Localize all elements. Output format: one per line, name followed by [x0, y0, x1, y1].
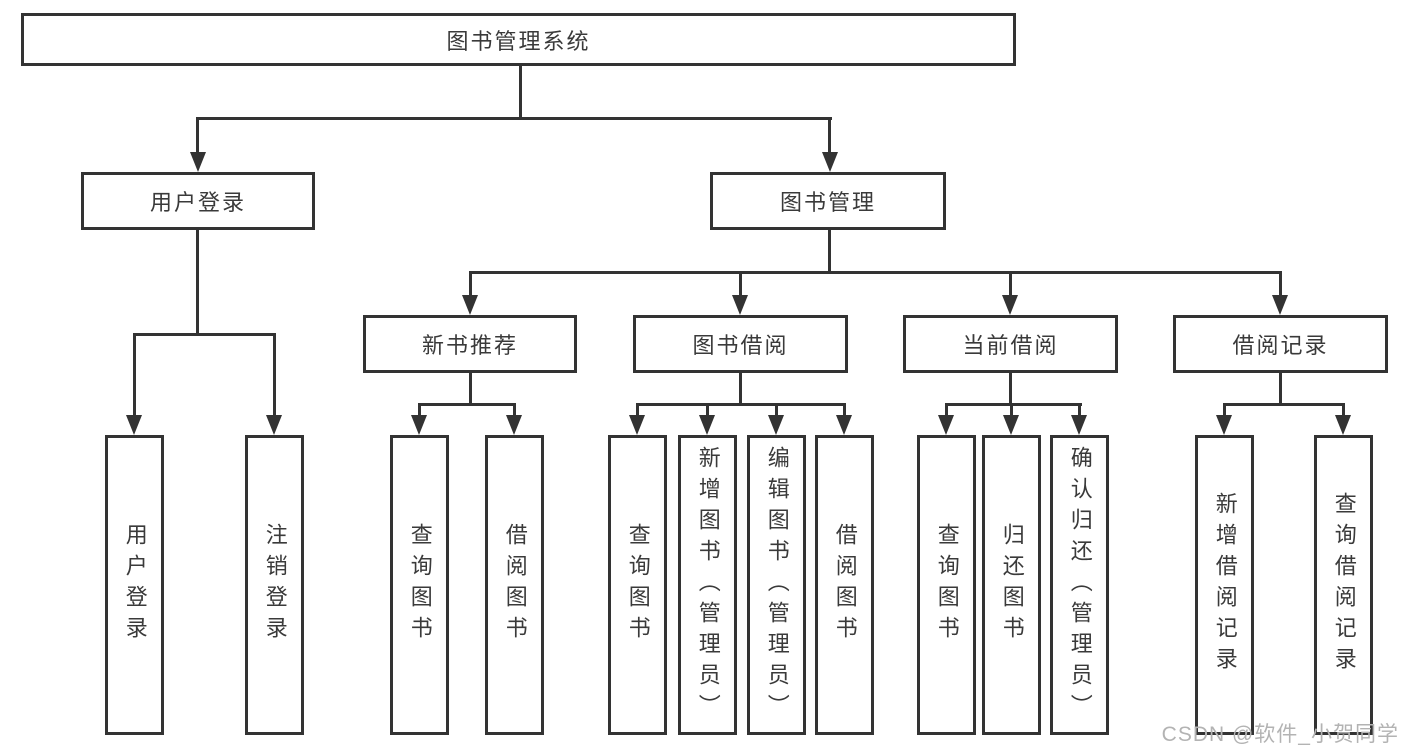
connector-line [828, 230, 831, 274]
node-label: 查询图书 [934, 523, 960, 647]
arrowhead-icon [938, 415, 954, 435]
leaf-add-borrow-record: 新增借阅记录 [1195, 435, 1254, 735]
connector-line [273, 333, 276, 417]
arrowhead-icon [411, 415, 427, 435]
node-label: 图书管理系统 [446, 28, 591, 54]
arrowhead-icon [190, 152, 206, 172]
arrowhead-icon [836, 415, 852, 435]
connector-line [1009, 271, 1012, 297]
connector-line [1279, 271, 1282, 297]
arrowhead-icon [699, 415, 715, 435]
connector-line [739, 271, 742, 297]
connector-line [196, 230, 199, 335]
connector-line [1078, 403, 1081, 419]
csdn-watermark: CSDN @软件_小贺同学 [1161, 723, 1399, 746]
connector-line [739, 371, 742, 405]
leaf-borrowing-query-books: 查询图书 [608, 435, 667, 735]
node-root-library-system: 图书管理系统 [21, 13, 1016, 66]
node-label: 确认归还（管理员） [1067, 445, 1093, 725]
node-user-login: 用户登录 [81, 172, 315, 230]
connector-line [828, 117, 831, 155]
node-label: 查询图书 [625, 523, 651, 647]
leaf-edit-book-admin: 编辑图书（管理员） [747, 435, 806, 735]
connector-line [196, 117, 832, 120]
node-label: 用户登录 [122, 523, 148, 647]
connector-line [1342, 403, 1345, 419]
arrowhead-icon [822, 152, 838, 172]
node-label: 借阅图书 [502, 523, 528, 647]
connector-line [196, 117, 199, 155]
node-new-book-recommend: 新书推荐 [363, 315, 577, 373]
arrowhead-icon [462, 295, 478, 315]
arrowhead-icon [1272, 295, 1288, 315]
connector-line [513, 403, 516, 419]
connector-line [1279, 371, 1282, 405]
arrowhead-icon [768, 415, 784, 435]
connector-line [636, 403, 846, 406]
node-book-borrowing: 图书借阅 [633, 315, 848, 373]
connector-line [469, 271, 472, 297]
arrowhead-icon [1335, 415, 1351, 435]
node-label: 借阅记录 [1232, 333, 1329, 358]
connector-line [133, 333, 136, 417]
connector-line [945, 403, 948, 419]
connector-line [636, 403, 639, 419]
connector-line [469, 371, 472, 405]
connector-line [706, 403, 709, 419]
arrowhead-icon [629, 415, 645, 435]
node-label: 当前借阅 [962, 333, 1059, 358]
node-label: 编辑图书（管理员） [764, 445, 790, 725]
leaf-return-books: 归还图书 [982, 435, 1041, 735]
connector-line [945, 403, 1082, 406]
arrowhead-icon [1071, 415, 1087, 435]
connector-line [418, 403, 421, 419]
arrowhead-icon [1002, 295, 1018, 315]
leaf-borrowing-borrow-books: 借阅图书 [815, 435, 874, 735]
connector-line [775, 403, 778, 419]
leaf-user-login: 用户登录 [105, 435, 164, 735]
connector-line [1223, 403, 1226, 419]
node-label: 新增借阅记录 [1212, 492, 1238, 678]
connector-line [1223, 403, 1345, 406]
node-book-management: 图书管理 [710, 172, 946, 230]
connector-line [1010, 403, 1013, 419]
node-label: 查询图书 [407, 523, 433, 647]
connector-line [418, 403, 516, 406]
node-label: 用户登录 [149, 190, 246, 215]
leaf-current-query-books: 查询图书 [917, 435, 976, 735]
arrowhead-icon [732, 295, 748, 315]
arrowhead-icon [1216, 415, 1232, 435]
connector-line [519, 66, 522, 119]
connector-line [469, 271, 1282, 274]
leaf-confirm-return-admin: 确认归还（管理员） [1050, 435, 1109, 735]
connector-line [1009, 371, 1012, 405]
leaf-recommend-borrow-books: 借阅图书 [485, 435, 544, 735]
node-label: 图书借阅 [692, 333, 789, 358]
arrowhead-icon [266, 415, 282, 435]
node-label: 新增图书（管理员） [695, 445, 721, 725]
node-label: 归还图书 [999, 523, 1025, 647]
node-current-borrowing: 当前借阅 [903, 315, 1118, 373]
leaf-add-book-admin: 新增图书（管理员） [678, 435, 737, 735]
leaf-logout: 注销登录 [245, 435, 304, 735]
node-label: 借阅图书 [832, 523, 858, 647]
node-label: 新书推荐 [421, 333, 518, 358]
node-borrowing-records: 借阅记录 [1173, 315, 1388, 373]
node-label: 查询借阅记录 [1331, 492, 1357, 678]
node-label: 注销登录 [262, 523, 288, 647]
leaf-recommend-query-books: 查询图书 [390, 435, 449, 735]
leaf-query-borrow-record: 查询借阅记录 [1314, 435, 1373, 735]
connector-line [133, 333, 276, 336]
arrowhead-icon [1003, 415, 1019, 435]
node-label: 图书管理 [779, 190, 876, 215]
arrowhead-icon [126, 415, 142, 435]
connector-line [843, 403, 846, 419]
arrowhead-icon [506, 415, 522, 435]
